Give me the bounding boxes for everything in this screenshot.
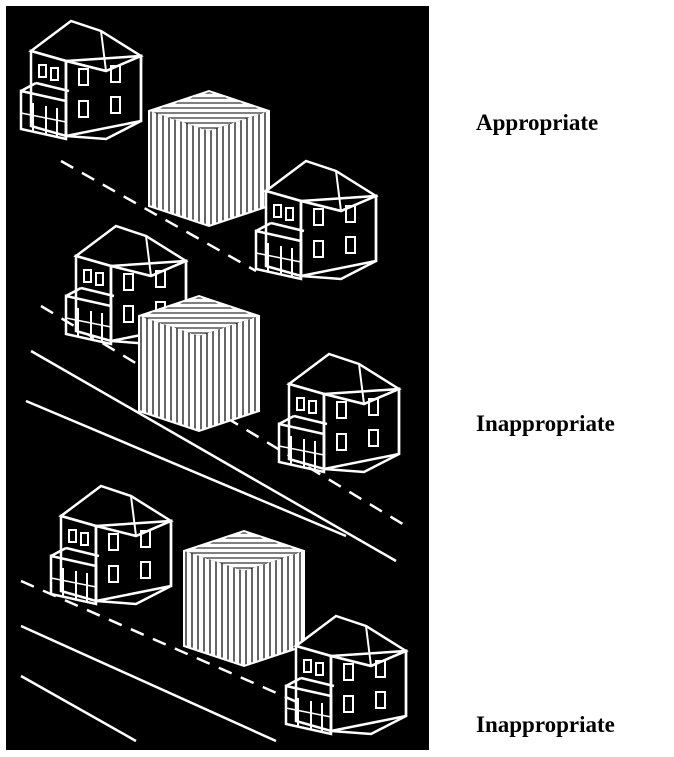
boxy-building-icon xyxy=(149,91,269,226)
house-icon xyxy=(256,161,376,279)
house-icon xyxy=(279,354,399,472)
label-appropriate: Appropriate xyxy=(476,110,598,136)
street-illustration-panel xyxy=(6,6,429,750)
street-illustration xyxy=(6,6,429,750)
house-icon xyxy=(51,486,171,604)
boxy-building-icon xyxy=(184,531,304,666)
label-inappropriate-middle: Inappropriate xyxy=(476,411,615,437)
house-icon xyxy=(21,21,141,139)
label-inappropriate-bottom: Inappropriate xyxy=(476,712,615,738)
boxy-building-icon xyxy=(139,296,259,431)
